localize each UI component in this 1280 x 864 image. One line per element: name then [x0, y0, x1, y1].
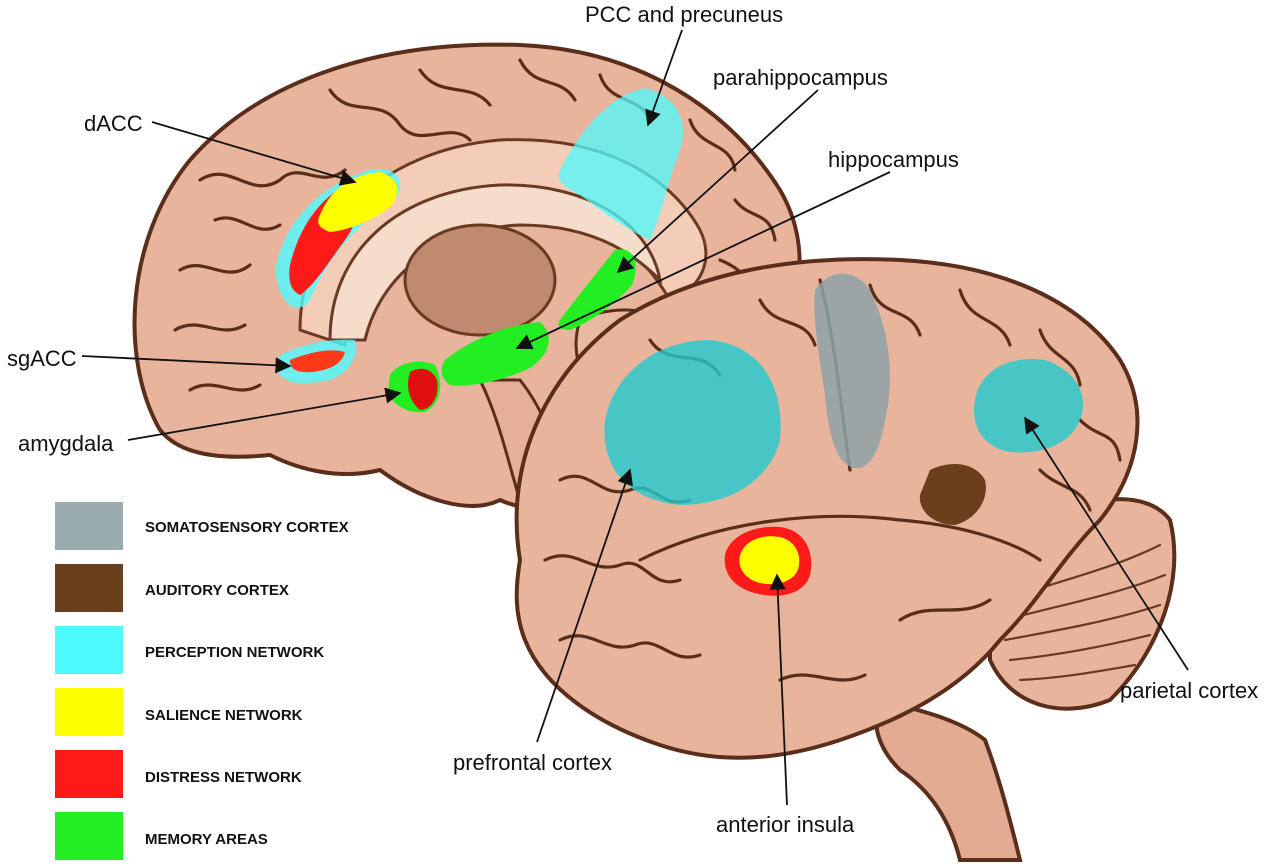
legend-label-perception: PERCEPTION NETWORK — [145, 644, 324, 661]
dacc-salience-region — [318, 172, 398, 232]
legend-swatch-salience — [55, 688, 123, 736]
arrow-dacc — [151, 121, 357, 186]
arrow-parahippocampus — [616, 89, 819, 274]
auditory-region — [919, 464, 986, 525]
label-parietal: parietal cortex — [1120, 678, 1258, 703]
lateral-brainstem — [874, 697, 1023, 862]
legend-swatch-somatosensory — [55, 502, 123, 550]
legend-swatch-memory — [55, 812, 123, 860]
legend-label-somatosensory: SOMATOSENSORY CORTEX — [145, 519, 349, 536]
insula-salience-region — [739, 536, 800, 585]
label-parahippocampus: parahippocampus — [713, 65, 888, 90]
arrow-sgacc — [81, 355, 292, 374]
somatosensory-region — [814, 273, 890, 469]
legend-swatch-perception — [55, 626, 123, 674]
thalamus — [403, 223, 557, 337]
legend: SOMATOSENSORY CORTEX AUDITORY CORTEX PER… — [55, 502, 349, 860]
legend-swatch-distress — [55, 750, 123, 798]
label-pcc: PCC and precuneus — [585, 2, 783, 27]
arrow-hippocampus — [515, 171, 891, 350]
prefrontal-perception-region — [604, 340, 781, 505]
amygdala-distress-region — [408, 368, 438, 410]
arrow-amygdala — [127, 387, 402, 441]
label-insula: anterior insula — [716, 812, 855, 837]
legend-swatch-auditory — [55, 564, 123, 612]
parietal-perception-region — [974, 359, 1084, 453]
lateral-brain — [514, 257, 1177, 862]
arrow-parietal — [1024, 416, 1189, 671]
legend-label-memory: MEMORY AREAS — [145, 831, 268, 848]
legend-label-auditory: AUDITORY CORTEX — [145, 582, 289, 599]
label-hippocampus: hippocampus — [828, 147, 959, 172]
arrow-insula — [769, 573, 788, 806]
lateral-sulci — [543, 283, 1122, 682]
label-dacc: dACC — [84, 111, 143, 136]
sgacc-distress-region — [290, 350, 345, 373]
arrow-prefrontal — [536, 468, 633, 743]
legend-label-distress: DISTRESS NETWORK — [145, 769, 302, 786]
label-amygdala: amygdala — [18, 431, 114, 456]
arrow-pcc — [645, 29, 683, 127]
pointer-arrows — [81, 29, 1189, 806]
region-labels: PCC and precuneus parahippocampus hippoc… — [7, 2, 1258, 837]
legend-label-salience: SALIENCE NETWORK — [145, 707, 303, 724]
label-prefrontal: prefrontal cortex — [453, 750, 612, 775]
sylvian-fissure — [638, 514, 1042, 562]
parahippocampus-memory-region — [558, 249, 636, 330]
label-sgacc: sgACC — [7, 346, 77, 371]
